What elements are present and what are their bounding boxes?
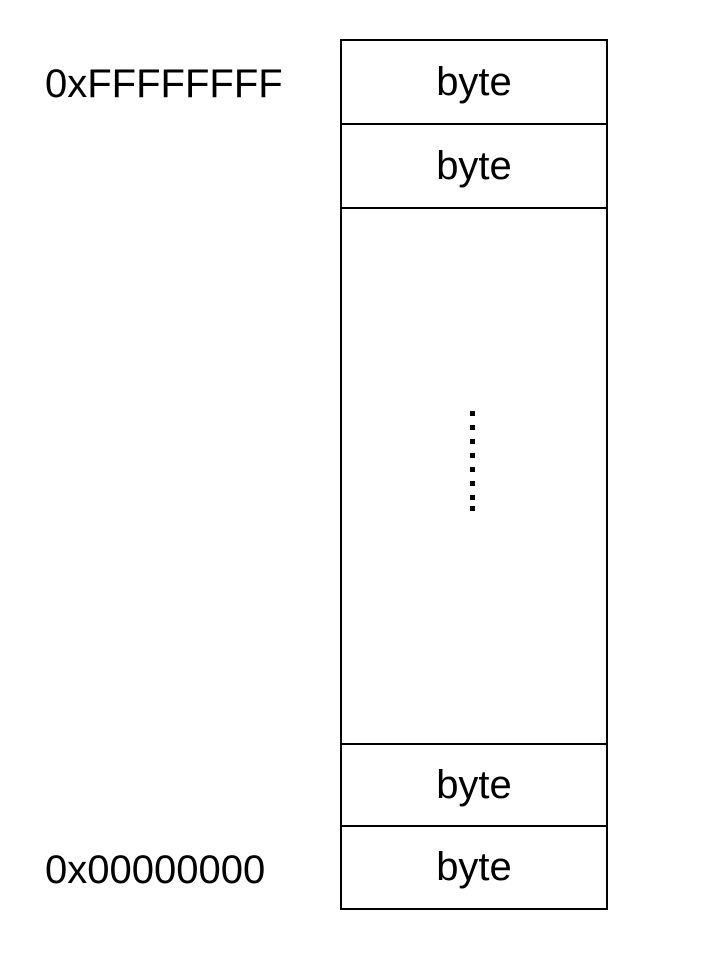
bottom-address-label: 0x00000000: [45, 848, 266, 892]
memory-cell-3: byte: [342, 743, 606, 827]
memory-cell-4: byte: [342, 827, 606, 908]
top-address-label: 0xFFFFFFFF: [45, 62, 283, 106]
memory-cell-1: byte: [342, 41, 606, 125]
cell-label-3: byte: [436, 762, 512, 807]
memory-column: byte byte byte byte: [340, 39, 608, 910]
memory-cell-2: byte: [342, 125, 606, 209]
vertical-ellipsis-icon: [470, 411, 476, 511]
memory-gap: [342, 209, 606, 743]
cell-label-1: byte: [436, 59, 512, 104]
cell-label-4: byte: [436, 845, 512, 889]
cell-label-2: byte: [436, 143, 512, 188]
